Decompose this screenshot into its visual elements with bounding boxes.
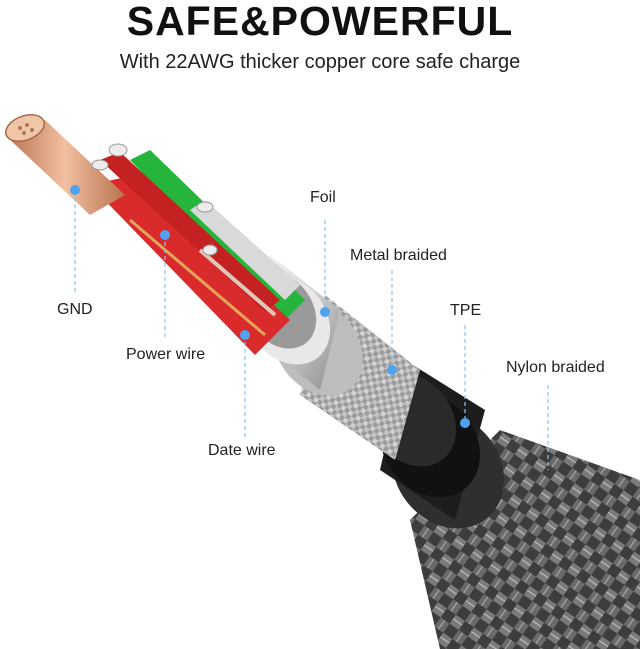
page-title: SAFE&POWERFUL (126, 0, 514, 44)
power-wire-marker (160, 230, 170, 240)
inner-wires (90, 150, 305, 355)
label-foil: Foil (310, 189, 336, 206)
tpe-marker (460, 418, 470, 428)
page-subtitle: With 22AWG thicker copper core safe char… (119, 51, 521, 73)
callout-markers (74, 190, 549, 470)
foil-marker (320, 307, 330, 317)
date-wire-marker (240, 330, 250, 340)
label-tpe: TPE (450, 302, 482, 319)
gnd-marker (70, 185, 80, 195)
label-power-wire: Power wire (126, 346, 206, 363)
metal-braided-marker (387, 365, 397, 375)
callout-dots (70, 185, 470, 428)
label-date-wire: Date wire (208, 442, 276, 459)
label-metal-braided: Metal braided (350, 247, 447, 264)
label-gnd: GND (57, 301, 93, 318)
gnd-copper-wire (5, 114, 125, 215)
wire-tips (91, 143, 218, 256)
label-nylon-braided: Nylon braided (506, 359, 605, 376)
